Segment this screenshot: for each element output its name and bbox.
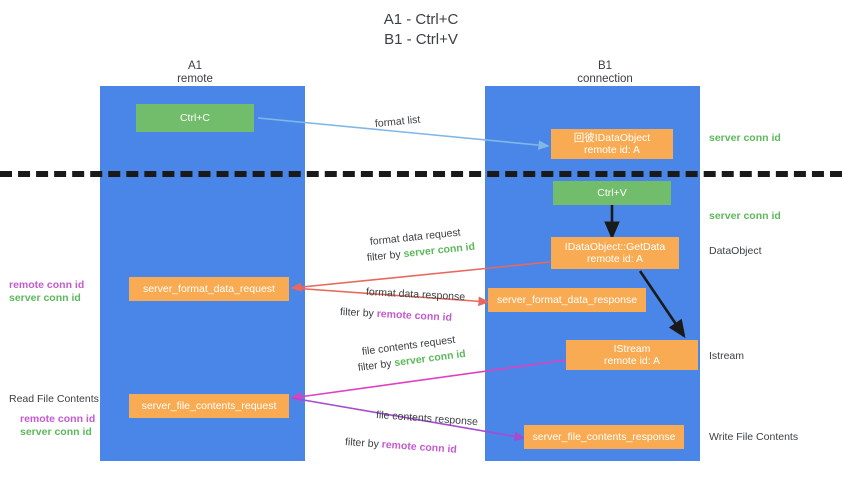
filter-by-text-2: filter by	[339, 306, 378, 320]
box-ctrl-c-label: Ctrl+C	[179, 111, 211, 124]
annotation-server-conn-id-top: server conn id	[709, 132, 781, 144]
box-istream-subtitle: remote id: A	[603, 355, 661, 367]
box-server-format-data-request[interactable]: server_format_data_request	[129, 277, 289, 301]
box-idataobject-subtitle: remote id: A	[583, 144, 641, 156]
diagram-title-line2: B1 - Ctrl+V	[384, 31, 458, 48]
column-header-b1-name: B1	[597, 60, 613, 72]
column-header-a1-sub: remote	[177, 73, 213, 85]
edge-label-format-data-response: format data response	[365, 286, 466, 304]
phase-divider-dashed-line	[0, 171, 842, 177]
annotation-server-conn-id-2: server conn id	[20, 426, 92, 438]
annotation-istream: Istream	[709, 350, 745, 362]
box-idataobject[interactable]: 回彼IDataObject remote id: A	[551, 129, 673, 159]
edge-label-filter-by-remote-conn-id-2: filter by remote conn id	[345, 436, 458, 457]
box-server-format-data-request-label: server_format_data_request	[143, 282, 275, 295]
annotation-remote-conn-id-2: remote conn id	[20, 413, 96, 425]
box-idataobject-title: 回彼IDataObject	[573, 131, 651, 144]
filter-by-text-3: filter by	[357, 357, 396, 374]
annotation-remote-conn-id-1: remote conn id	[9, 279, 85, 291]
annotation-server-conn-id-1: server conn id	[9, 292, 81, 304]
edge-label-filter-by-remote-conn-id-1: filter by remote conn id	[340, 306, 453, 325]
box-idataobject-getdata[interactable]: IDataObject::GetData remote id: A	[551, 237, 679, 269]
box-server-file-contents-request[interactable]: server_file_contents_request	[129, 394, 289, 418]
box-server-file-contents-response-label: server_file_contents_response	[532, 430, 676, 443]
filter-by-text-1: filter by	[366, 248, 405, 264]
edge-label-format-list: format list	[374, 113, 421, 130]
box-server-file-contents-response[interactable]: server_file_contents_response	[524, 425, 684, 449]
column-header-b1-sub: connection	[577, 73, 633, 85]
annotation-dataobject: DataObject	[709, 245, 762, 257]
box-istream[interactable]: IStream remote id: A	[566, 340, 698, 370]
remote-conn-id-text-1: remote conn id	[376, 307, 453, 324]
filter-by-text-4: filter by	[344, 436, 383, 451]
diagram-title-line1: A1 - Ctrl+C	[383, 11, 459, 28]
annotation-server-conn-id-mid: server conn id	[709, 210, 781, 222]
box-server-format-data-response[interactable]: server_format_data_response	[488, 288, 646, 312]
box-idataobject-getdata-title: IDataObject::GetData	[564, 240, 666, 253]
box-server-format-data-response-label: server_format_data_response	[496, 293, 638, 306]
box-ctrl-v-label: Ctrl+V	[597, 186, 627, 199]
box-ctrl-c[interactable]: Ctrl+C	[136, 104, 254, 132]
annotation-write-file-contents: Write File Contents	[709, 431, 799, 443]
column-header-a1-name: A1	[187, 60, 203, 72]
box-server-file-contents-request-label: server_file_contents_request	[141, 399, 277, 412]
box-ctrl-v[interactable]: Ctrl+V	[553, 181, 671, 205]
box-istream-title: IStream	[613, 342, 651, 355]
edge-label-file-contents-response: file contents response	[375, 409, 479, 429]
remote-conn-id-text-2: remote conn id	[381, 438, 458, 456]
box-idataobject-getdata-subtitle: remote id: A	[586, 253, 644, 265]
annotation-read-file-contents: Read File Contents	[9, 393, 99, 405]
